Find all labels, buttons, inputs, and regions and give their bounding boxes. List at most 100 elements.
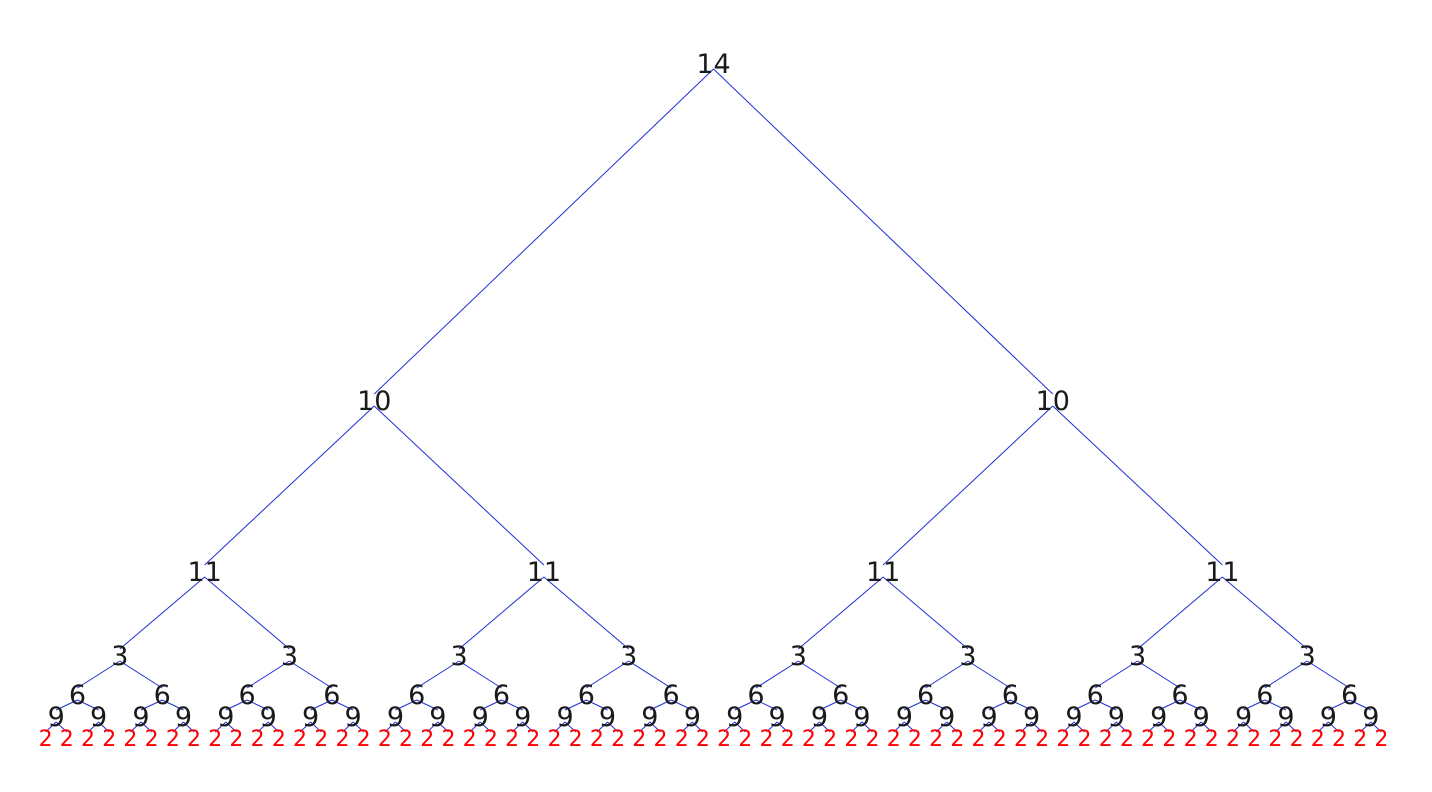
leaf-node-label: 2 xyxy=(569,727,583,752)
tree-edges xyxy=(45,68,1382,733)
tree-edge xyxy=(373,68,714,395)
tree-edge xyxy=(45,721,57,733)
tree-edge xyxy=(798,660,841,689)
tree-node-label: 3 xyxy=(450,641,467,672)
leaf-node-label: 2 xyxy=(484,727,498,752)
tree-edge xyxy=(246,660,290,689)
tree-edge xyxy=(755,699,778,711)
tree-edge xyxy=(861,721,873,733)
tree-edge xyxy=(140,721,152,733)
tree-edge xyxy=(723,721,736,733)
leaf-node-label: 2 xyxy=(653,727,667,752)
tree-node-label: 10 xyxy=(1036,386,1070,417)
leaf-node-label: 2 xyxy=(908,727,922,752)
leaf-node-label: 2 xyxy=(1226,727,1240,752)
leaf-node-label: 2 xyxy=(1184,727,1198,752)
tree-edge xyxy=(1285,721,1297,733)
tree-edge xyxy=(416,660,460,689)
tree-node-label: 6 xyxy=(1256,680,1273,711)
leaf-node-label: 2 xyxy=(102,727,116,752)
tree-edge xyxy=(691,721,704,733)
leaf-node-label: 2 xyxy=(738,727,752,752)
tree-edge xyxy=(967,660,1011,689)
tree-edge xyxy=(1094,660,1138,689)
leaf-node-label: 2 xyxy=(632,727,646,752)
tree-edge xyxy=(1306,660,1350,689)
tree-edge xyxy=(1147,721,1160,733)
tree-edge xyxy=(1349,699,1372,711)
leaf-node-label: 2 xyxy=(1332,727,1346,752)
tree-edge xyxy=(1094,699,1117,711)
tree-edge xyxy=(734,721,746,733)
tree-edge xyxy=(511,721,524,733)
leaf-node-label: 2 xyxy=(1035,727,1049,752)
tree-node-label: 9 xyxy=(938,702,955,733)
leaf-node-label: 2 xyxy=(611,727,625,752)
tree-edge xyxy=(1020,721,1032,733)
leaf-node-label: 2 xyxy=(717,727,731,752)
leaf-node-label: 2 xyxy=(441,727,455,752)
tree-edge xyxy=(819,721,831,733)
tree-edge xyxy=(246,699,269,711)
leaf-node-label: 2 xyxy=(1311,727,1325,752)
tree-node-label: 6 xyxy=(323,680,340,711)
tree-node-label: 6 xyxy=(1171,680,1188,711)
tree-edge xyxy=(458,576,545,650)
tree-node-label: 6 xyxy=(1002,680,1019,711)
tree-node-label: 9 xyxy=(302,702,319,733)
tree-edge xyxy=(1179,699,1202,711)
leaf-node-label: 2 xyxy=(950,727,964,752)
leaf-node-label: 2 xyxy=(1162,727,1176,752)
tree-edge xyxy=(458,660,502,689)
tree-edge xyxy=(734,699,757,711)
tree-edge xyxy=(310,721,322,733)
tree-edge xyxy=(479,721,492,733)
tree-edge xyxy=(978,721,990,733)
tree-edge xyxy=(1158,699,1181,711)
tree-edge xyxy=(77,660,121,689)
tree-edge xyxy=(1243,721,1255,733)
tree-node-label: 11 xyxy=(187,557,221,588)
tree-node-label: 9 xyxy=(1320,702,1337,733)
tree-node-label: 3 xyxy=(620,641,637,672)
tree-edge xyxy=(649,721,661,733)
leaf-node-label: 2 xyxy=(81,727,95,752)
tree-edge xyxy=(87,721,99,733)
tree-edge xyxy=(564,699,587,711)
tree-node-label: 9 xyxy=(769,702,786,733)
leaf-node-label: 2 xyxy=(505,727,519,752)
leaf-node-label: 2 xyxy=(463,727,477,752)
tree-edge xyxy=(554,721,566,733)
tree-node-label: 9 xyxy=(217,702,234,733)
leaf-node-label: 2 xyxy=(251,727,265,752)
tree-node-label: 3 xyxy=(1129,641,1146,672)
tree-edge xyxy=(225,721,237,733)
tree-edge xyxy=(1328,721,1340,733)
tree-node-label: 11 xyxy=(527,557,561,588)
leaf-node-label: 2 xyxy=(993,727,1007,752)
tree-edge xyxy=(55,721,68,733)
tree-node-label: 6 xyxy=(663,680,680,711)
tree-edge xyxy=(77,699,99,711)
tree-edge xyxy=(299,721,311,733)
tree-edge xyxy=(596,721,608,733)
leaf-node-label: 2 xyxy=(39,727,53,752)
tree-edge xyxy=(543,576,630,650)
tree-edge xyxy=(1137,660,1181,689)
tree-edge xyxy=(437,721,449,733)
tree-edge xyxy=(267,721,280,733)
leaf-node-label: 2 xyxy=(145,727,159,752)
tree-node-label: 9 xyxy=(1235,702,1252,733)
tree-edge xyxy=(119,660,163,689)
tree-edge xyxy=(649,699,672,711)
tree-edge xyxy=(1105,721,1117,733)
tree-edge xyxy=(119,576,205,650)
tree-edge xyxy=(55,699,78,711)
tree-edge xyxy=(1232,721,1244,733)
leaf-node-label: 2 xyxy=(1247,727,1261,752)
tree-edge xyxy=(331,699,354,711)
leaf-node-label: 2 xyxy=(123,727,137,752)
leaf-node-label: 2 xyxy=(1014,727,1028,752)
leaf-node-label: 2 xyxy=(378,727,392,752)
